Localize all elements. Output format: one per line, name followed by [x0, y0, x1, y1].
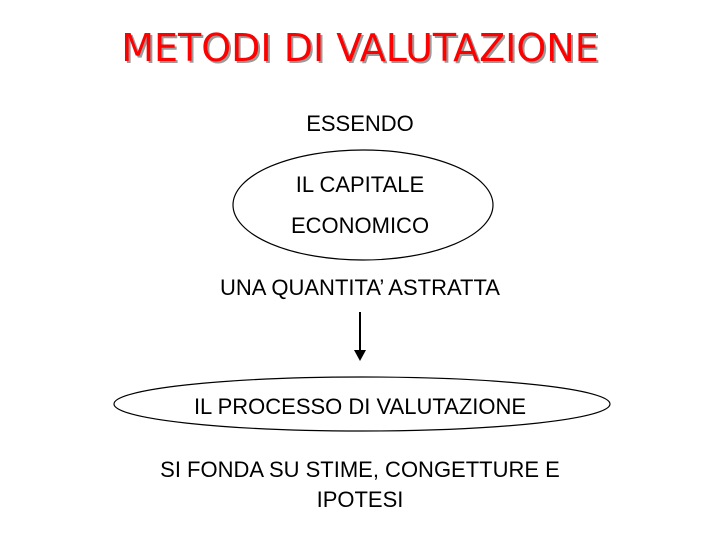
ellipse-top-line1: IL CAPITALE [295, 172, 425, 197]
arrow-down-icon [354, 312, 366, 361]
processo-valutazione-ellipse [113, 376, 611, 432]
ellipse-bottom-text: IL PROCESSO DI VALUTAZIONE [193, 394, 527, 419]
ellipse-top-line2: ECONOMICO [290, 213, 430, 238]
slide-title: METODI DI VALUTAZIONE [121, 26, 599, 70]
conclusion-line2: IPOTESI [316, 487, 404, 512]
conclusion-line1: SI FONDA SU STIME, CONGETTURE E [160, 457, 560, 482]
middle-text: UNA QUANTITA’ ASTRATTA [220, 275, 500, 300]
intro-text: ESSENDO [306, 111, 414, 136]
capitale-economico-ellipse [232, 149, 494, 261]
